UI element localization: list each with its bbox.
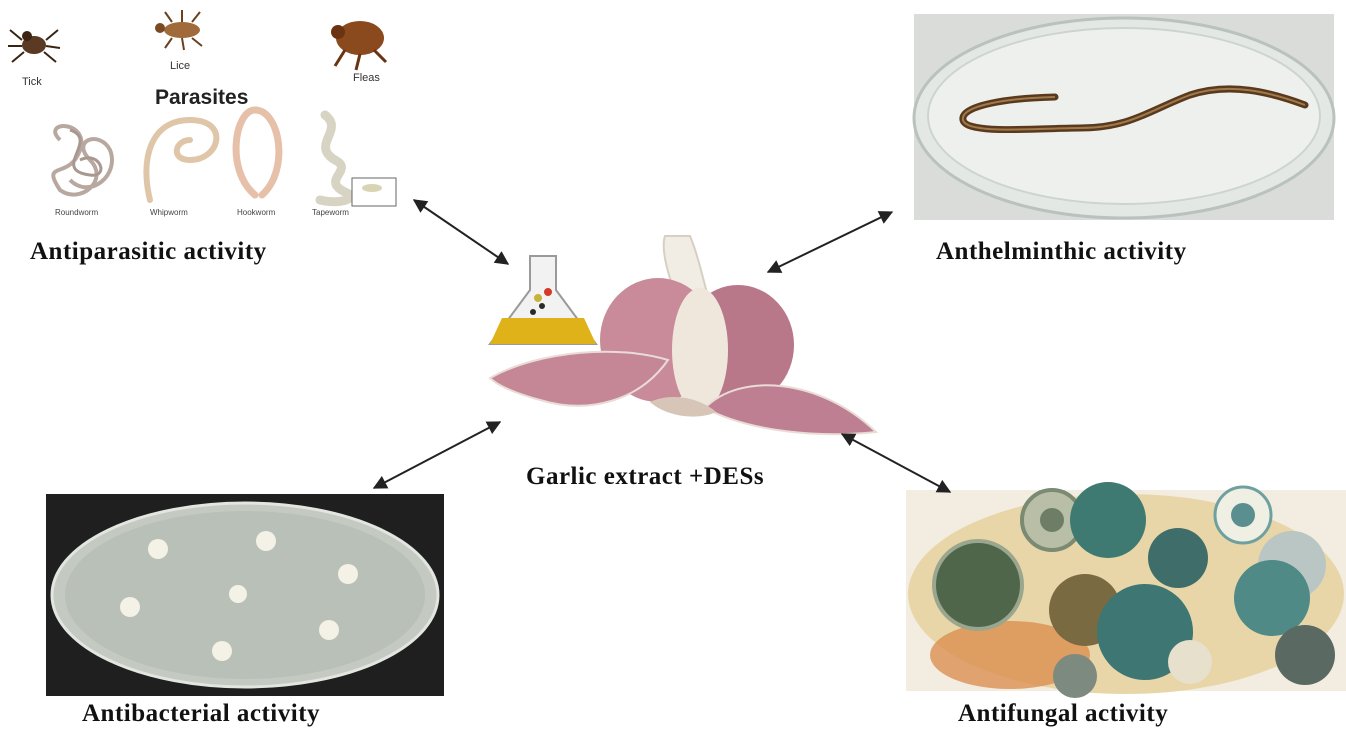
antibacterial-caption: Antibacterial activity	[82, 700, 320, 728]
arrow-antiparasitic	[414, 200, 508, 264]
antibacterial-photo	[46, 494, 444, 696]
antifungal-photo	[906, 482, 1346, 698]
arrow-antifungal	[842, 434, 950, 492]
arrow-anthelminthic	[768, 212, 892, 272]
center-label: Garlic extract +DESs	[526, 463, 764, 491]
anthelminthic-caption: Anthelminthic activity	[936, 238, 1187, 266]
arrow-antibacterial	[374, 422, 500, 488]
anthelminthic-photo	[914, 14, 1334, 220]
antifungal-caption: Antifungal activity	[958, 700, 1168, 728]
flask-icon	[484, 254, 602, 350]
